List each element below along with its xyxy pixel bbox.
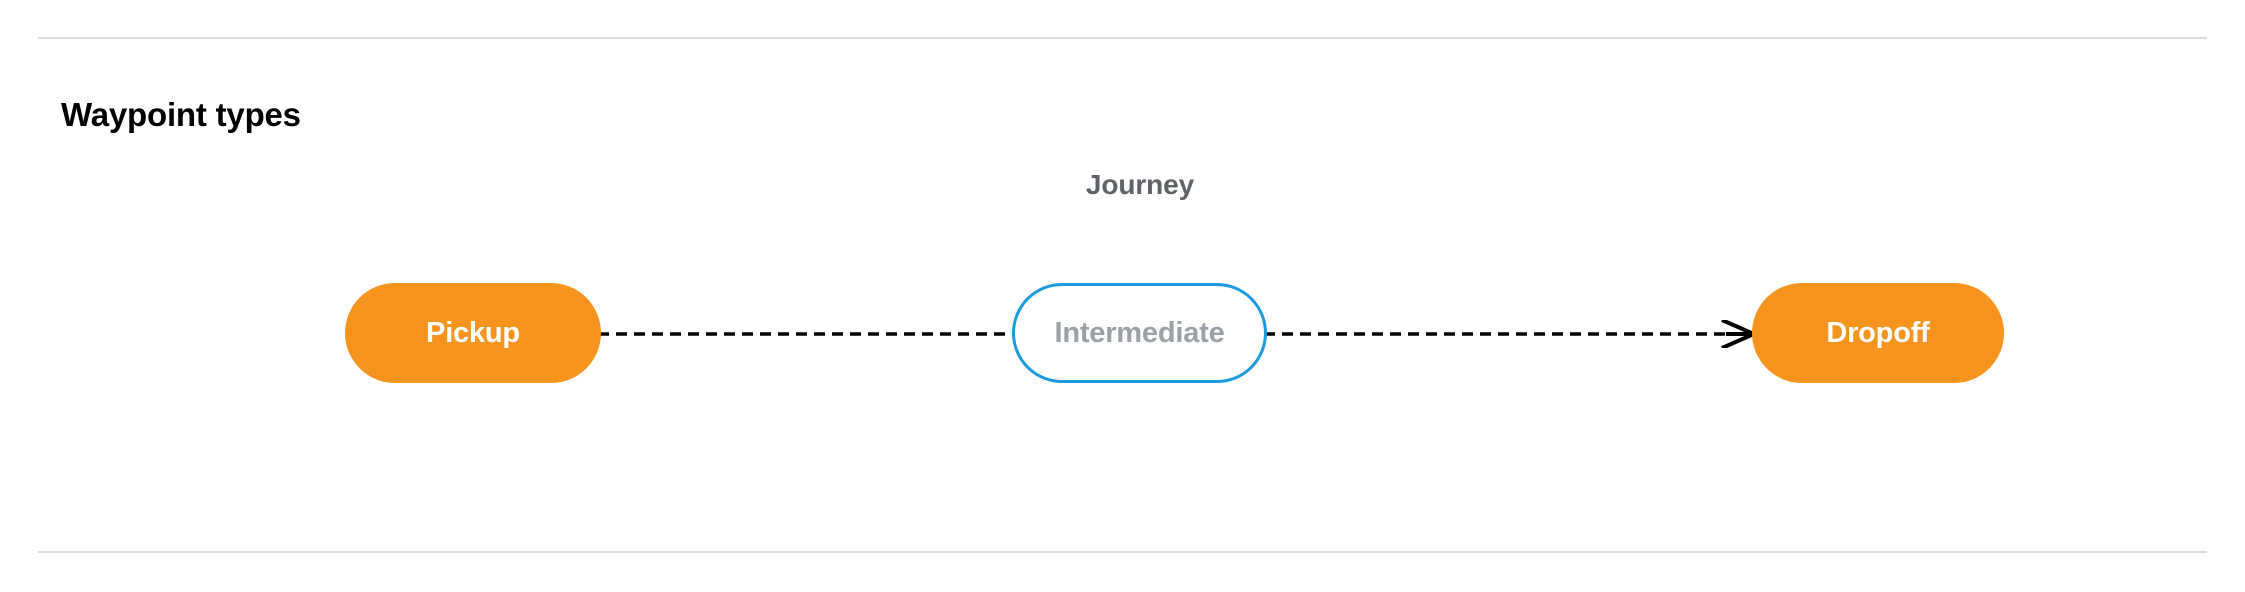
waypoint-node-dropoff-label: Dropoff — [1826, 316, 1930, 349]
waypoint-node-pickup[interactable]: Pickup — [345, 283, 601, 383]
section-divider-top — [38, 37, 2207, 39]
section-divider-bottom — [38, 551, 2207, 553]
connector-pickup-to-intermediate — [598, 320, 1016, 348]
waypoint-node-pickup-label: Pickup — [426, 316, 520, 349]
connector-intermediate-to-dropoff — [1264, 320, 1756, 348]
page-title: Waypoint types — [61, 96, 301, 134]
journey-group-label: Journey — [1085, 169, 1195, 200]
waypoint-node-dropoff[interactable]: Dropoff — [1752, 283, 2004, 383]
waypoint-node-intermediate[interactable]: Intermediate — [1012, 283, 1267, 383]
waypoint-node-intermediate-label: Intermediate — [1054, 316, 1225, 349]
